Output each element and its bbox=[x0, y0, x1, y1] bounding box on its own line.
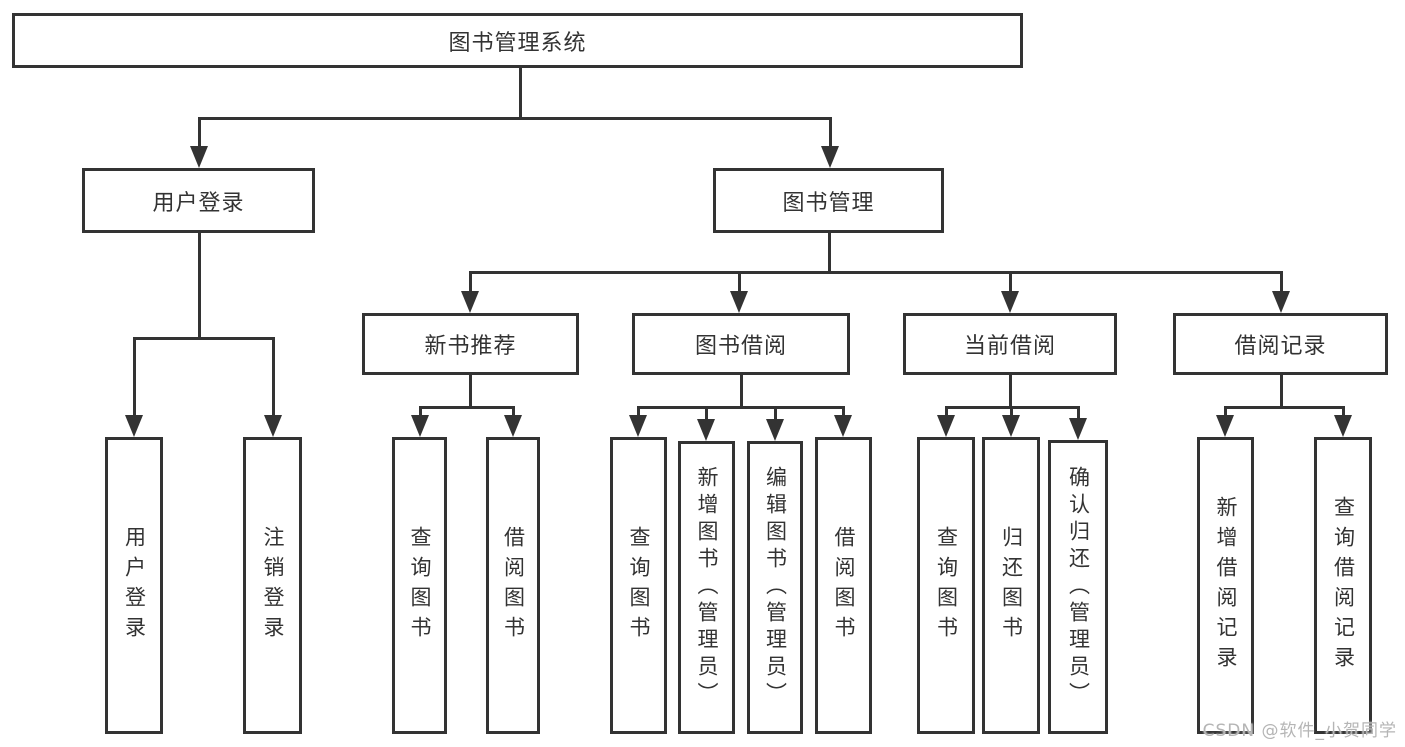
arrow-down-icon bbox=[461, 291, 479, 313]
arrow-down-icon bbox=[1216, 415, 1234, 437]
connector-line bbox=[198, 117, 832, 120]
node-user-login: 用户登录 bbox=[82, 168, 315, 233]
node-current-borrowing: 当前借阅 bbox=[903, 313, 1117, 375]
arrow-down-icon bbox=[1069, 418, 1087, 440]
connector-line bbox=[469, 271, 1283, 274]
leaf-bb-borrow-books: 借阅图书 bbox=[815, 437, 872, 734]
arrow-down-icon bbox=[504, 415, 522, 437]
connector-line bbox=[419, 406, 515, 409]
leaf-logout: 注销登录 bbox=[243, 437, 302, 734]
leaf-bb-add-books-admin: 新增图书（管理员） bbox=[678, 441, 735, 734]
connector-line bbox=[272, 337, 275, 416]
leaf-user-login: 用户登录 bbox=[105, 437, 163, 734]
leaf-bb-query-books: 查询图书 bbox=[610, 437, 667, 734]
connector-line bbox=[1342, 406, 1345, 416]
node-book-borrowing: 图书借阅 bbox=[632, 313, 850, 375]
node-library-system: 图书管理系统 bbox=[12, 13, 1023, 68]
arrow-down-icon bbox=[411, 415, 429, 437]
arrow-down-icon bbox=[190, 146, 208, 168]
arrow-down-icon bbox=[1002, 415, 1020, 437]
arrow-down-icon bbox=[821, 146, 839, 168]
leaf-br-query-record: 查询借阅记录 bbox=[1314, 437, 1372, 734]
connector-line bbox=[198, 117, 201, 148]
arrow-down-icon bbox=[1272, 291, 1290, 313]
leaf-nbr-query-books: 查询图书 bbox=[392, 437, 447, 734]
arrow-down-icon bbox=[1001, 291, 1019, 313]
connector-line bbox=[774, 406, 777, 420]
connector-line bbox=[1010, 406, 1013, 416]
leaf-cb-confirm-return-admin: 确认归还（管理员） bbox=[1048, 440, 1108, 734]
arrow-down-icon bbox=[766, 419, 784, 441]
leaf-br-add-record: 新增借阅记录 bbox=[1197, 437, 1254, 734]
csdn-watermark: CSDN @软件_小贺同学 bbox=[1202, 721, 1397, 741]
arrow-down-icon bbox=[1334, 415, 1352, 437]
connector-line bbox=[1280, 271, 1283, 292]
connector-line bbox=[1009, 375, 1012, 408]
node-borrow-records: 借阅记录 bbox=[1173, 313, 1388, 375]
connector-line bbox=[637, 406, 845, 409]
leaf-cb-query-books: 查询图书 bbox=[917, 437, 975, 734]
node-book-management: 图书管理 bbox=[713, 168, 944, 233]
arrow-down-icon bbox=[264, 415, 282, 437]
arrow-down-icon bbox=[937, 415, 955, 437]
connector-line bbox=[1009, 271, 1012, 292]
leaf-nbr-borrow-books: 借阅图书 bbox=[486, 437, 540, 734]
connector-line bbox=[198, 233, 201, 339]
arrow-down-icon bbox=[730, 291, 748, 313]
connector-line bbox=[829, 117, 832, 148]
connector-line bbox=[828, 233, 831, 273]
connector-line bbox=[469, 375, 472, 408]
connector-line bbox=[1224, 406, 1227, 416]
connector-line bbox=[133, 337, 136, 416]
connector-line bbox=[637, 406, 640, 416]
connector-line bbox=[842, 406, 845, 416]
leaf-bb-edit-books-admin: 编辑图书（管理员） bbox=[747, 441, 803, 734]
connector-line bbox=[738, 271, 741, 292]
arrow-down-icon bbox=[125, 415, 143, 437]
connector-line bbox=[469, 271, 472, 292]
connector-line bbox=[1224, 406, 1344, 409]
connector-line bbox=[1077, 406, 1080, 419]
connector-line bbox=[705, 406, 708, 420]
connector-line bbox=[133, 337, 275, 340]
connector-line bbox=[519, 68, 522, 119]
connector-line bbox=[945, 406, 948, 416]
connector-line bbox=[1280, 375, 1283, 408]
arrow-down-icon bbox=[834, 415, 852, 437]
connector-line bbox=[512, 406, 515, 416]
connector-line bbox=[740, 375, 743, 408]
arrow-down-icon bbox=[629, 415, 647, 437]
arrow-down-icon bbox=[697, 419, 715, 441]
leaf-cb-return-books: 归还图书 bbox=[982, 437, 1040, 734]
node-new-book-recommend: 新书推荐 bbox=[362, 313, 579, 375]
connector-line bbox=[419, 406, 422, 416]
